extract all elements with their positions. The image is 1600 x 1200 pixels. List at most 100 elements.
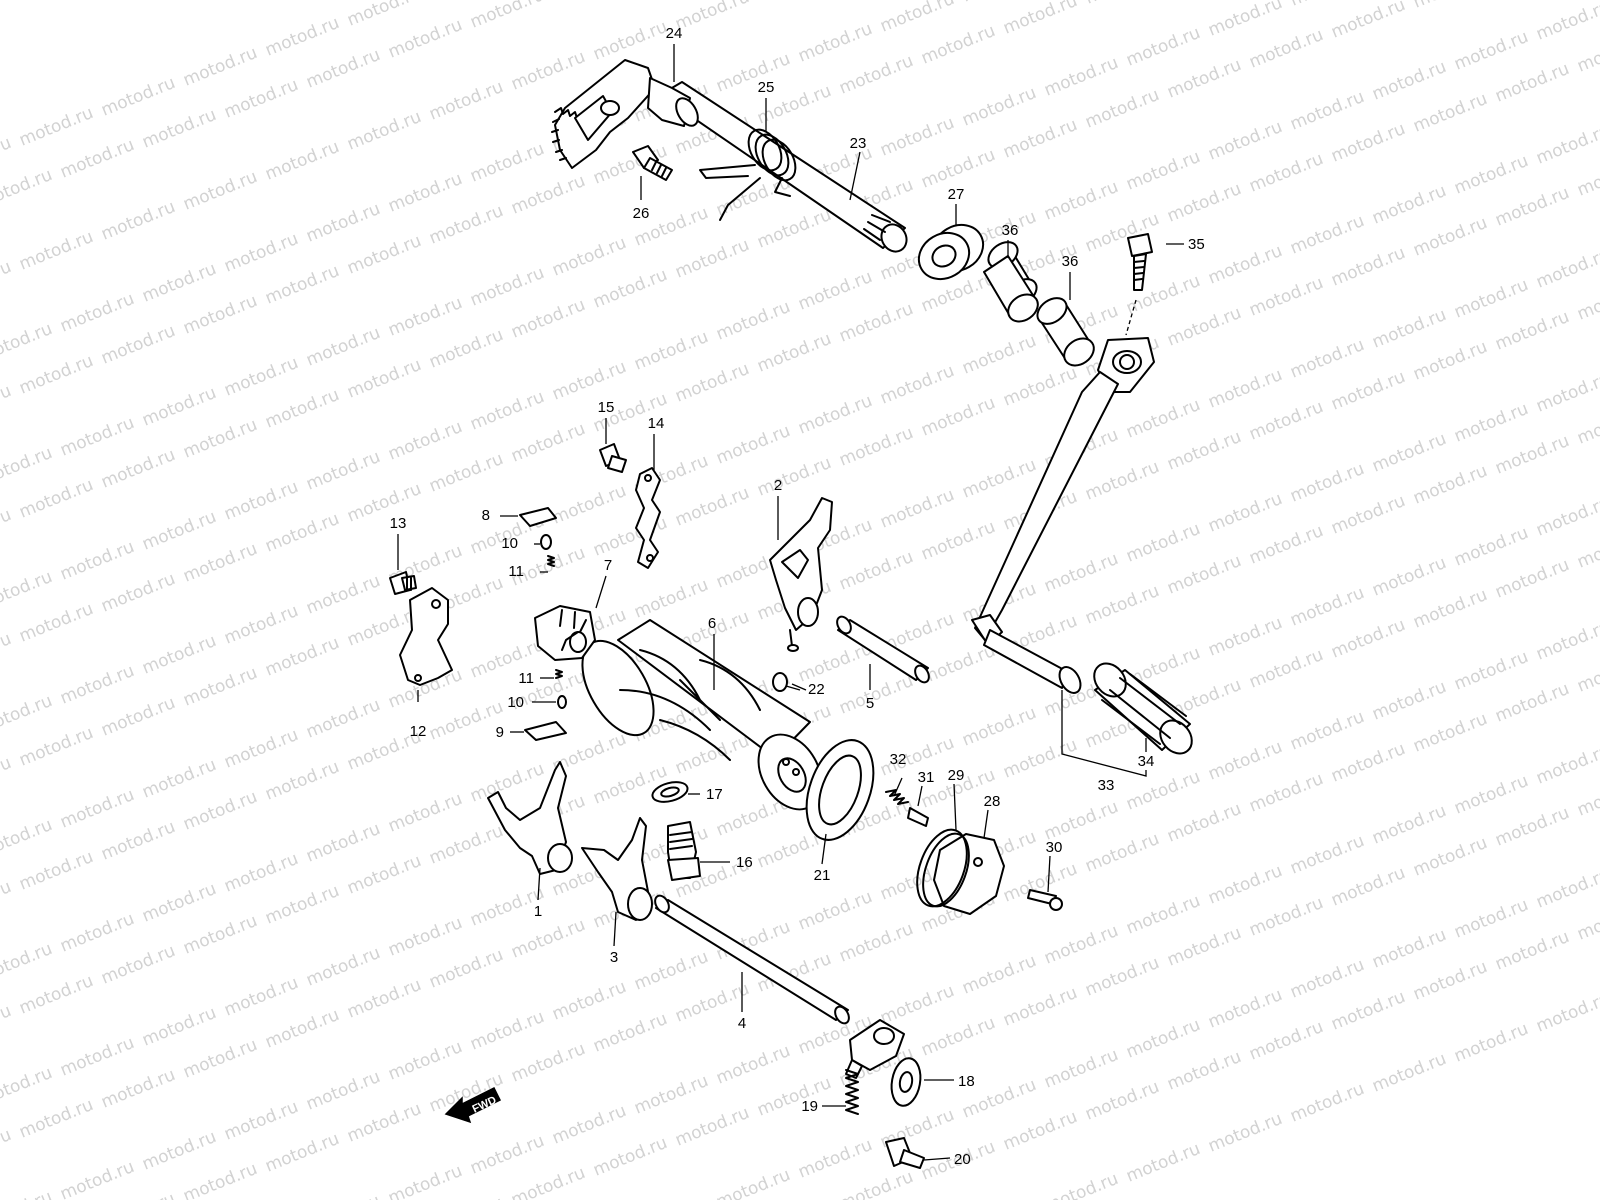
watermark-text: motod.ru	[672, 1103, 752, 1151]
watermark-text: motod.ru	[836, 1167, 916, 1200]
watermark-text: motod.ru	[1369, 305, 1449, 353]
washer-17-drawing	[651, 781, 689, 803]
watermark-text: motod.ru	[1369, 1049, 1449, 1097]
watermark-text: motod.ru	[959, 703, 1039, 751]
watermark-text: motod.ru	[16, 599, 96, 647]
watermark-text: motod.ru	[0, 1187, 55, 1200]
watermark-text: motod.ru	[262, 509, 342, 557]
watermark-text: motod.ru	[631, 1071, 711, 1119]
watermark-text: motod.ru	[303, 447, 383, 495]
watermark-text: motod.ru	[16, 475, 96, 523]
watermark-text: motod.ru	[1287, 1079, 1367, 1127]
watermark-text: motod.ru	[795, 19, 875, 67]
watermark-text: motod.ru	[57, 135, 137, 183]
watermark-text: motod.ru	[180, 787, 260, 835]
part-label-34: 34	[1138, 753, 1155, 770]
shift-fork-1-drawing	[487, 761, 573, 875]
watermark-text: motod.ru	[385, 15, 465, 63]
part-label-36a: 36	[1002, 222, 1019, 239]
watermark-text: motod.ru	[0, 1125, 14, 1173]
watermark-text: motod.ru	[1123, 23, 1203, 71]
oil-seal-drawing	[917, 223, 985, 281]
watermark-text: motod.ru	[959, 951, 1039, 999]
pin-10b-drawing	[557, 695, 567, 709]
watermark-text: motod.ru	[1492, 927, 1572, 975]
watermark-text: motod.ru	[1574, 525, 1600, 573]
watermark-text: motod.ru	[754, 1073, 834, 1121]
watermark-text: motod.ru	[344, 0, 424, 31]
part-label-20: 20	[954, 1151, 971, 1168]
watermark-text: motod.ru	[1410, 461, 1490, 509]
watermark-text: motod.ru	[877, 0, 957, 37]
watermark-text: motod.ru	[1492, 431, 1572, 479]
watermark-text: motod.ru	[1287, 955, 1367, 1003]
part-label-11b: 11	[518, 670, 534, 687]
o-ring-29-drawing	[916, 828, 970, 908]
part-label-33: 33	[1098, 777, 1115, 794]
part-label-26: 26	[633, 205, 650, 222]
part-labels: 24 25 23 26 27 36 36 35 15 14 2 8 10 11 …	[390, 25, 1205, 1168]
watermark-text: motod.ru	[0, 1063, 55, 1111]
watermark-text: motod.ru	[139, 879, 219, 927]
watermark-text: motod.ru	[1369, 677, 1449, 725]
watermark-text: motod.ru	[1369, 429, 1449, 477]
watermark-text: motod.ru	[0, 877, 14, 925]
watermark-text: motod.ru	[1451, 523, 1531, 571]
watermark-text: motod.ru	[672, 731, 752, 779]
watermark-text: motod.ru	[16, 971, 96, 1019]
part-label-13: 13	[390, 515, 407, 532]
watermark-text: motod.ru	[754, 0, 834, 5]
watermark-text: motod.ru	[1574, 153, 1600, 201]
watermark-text: motod.ru	[590, 265, 670, 313]
watermark-text: motod.ru	[1533, 369, 1600, 417]
watermark-text: motod.ru	[139, 259, 219, 307]
watermark-text: motod.ru	[1410, 585, 1490, 633]
bolt-26-drawing	[632, 145, 673, 181]
watermark-text: motod.ru	[1492, 803, 1572, 851]
watermark-text: motod.ru	[1082, 85, 1162, 133]
watermark-text: motod.ru	[508, 1163, 588, 1200]
watermark-text: motod.ru	[426, 697, 506, 745]
watermark-text: motod.ru	[1451, 771, 1531, 819]
watermark-text: motod.ru	[1041, 177, 1121, 225]
watermark-text: motod.ru	[0, 815, 55, 863]
watermark-text: motod.ru	[1328, 987, 1408, 1035]
watermark-text: motod.ru	[467, 759, 547, 807]
watermark-text: motod.ru	[16, 103, 96, 151]
watermark-text: motod.ru	[426, 201, 506, 249]
watermark-text: motod.ru	[467, 263, 547, 311]
watermark-text: motod.ru	[1246, 273, 1326, 321]
watermark-text: motod.ru	[98, 941, 178, 989]
watermark-text: motod.ru	[1246, 893, 1326, 941]
watermark-text: motod.ru	[262, 1005, 342, 1053]
fork-shaft-4-drawing	[654, 894, 850, 1025]
part-label-5: 5	[866, 695, 874, 712]
watermark-text: motod.ru	[0, 505, 14, 553]
part-label-10b: 10	[507, 694, 524, 711]
watermark-text: motod.ru	[1164, 427, 1244, 475]
watermark-text: motod.ru	[713, 49, 793, 97]
watermark-text: motod.ru	[836, 51, 916, 99]
watermark-text: motod.ru	[180, 1159, 260, 1200]
watermark-text: motod.ru	[713, 1165, 793, 1200]
watermark-text: motod.ru	[1205, 1109, 1285, 1157]
watermark-text: motod.ru	[139, 105, 219, 153]
watermark-text: motod.ru	[139, 1003, 219, 1051]
watermark-text: motod.ru	[1164, 303, 1244, 351]
watermark-text: motod.ru	[918, 393, 998, 441]
part-label-9: 9	[496, 724, 504, 741]
part-label-10a: 10	[501, 535, 518, 552]
watermark-text: motod.ru	[139, 507, 219, 555]
watermark-text: motod.ru	[16, 847, 96, 895]
watermark-text: motod.ru	[467, 635, 547, 683]
watermark-text: motod.ru	[549, 233, 629, 281]
watermark-text: motod.ru	[1287, 87, 1367, 135]
watermark-text: motod.ru	[221, 601, 301, 649]
watermark-text: motod.ru	[918, 1013, 998, 1061]
watermark-text: motod.ru	[221, 229, 301, 277]
watermark-text: motod.ru	[344, 1099, 424, 1147]
watermark-text: motod.ru	[262, 261, 342, 309]
watermark-text: motod.ru	[1000, 735, 1080, 783]
watermark-text: motod.ru	[1205, 117, 1285, 165]
watermark-text: motod.ru	[1574, 649, 1600, 697]
